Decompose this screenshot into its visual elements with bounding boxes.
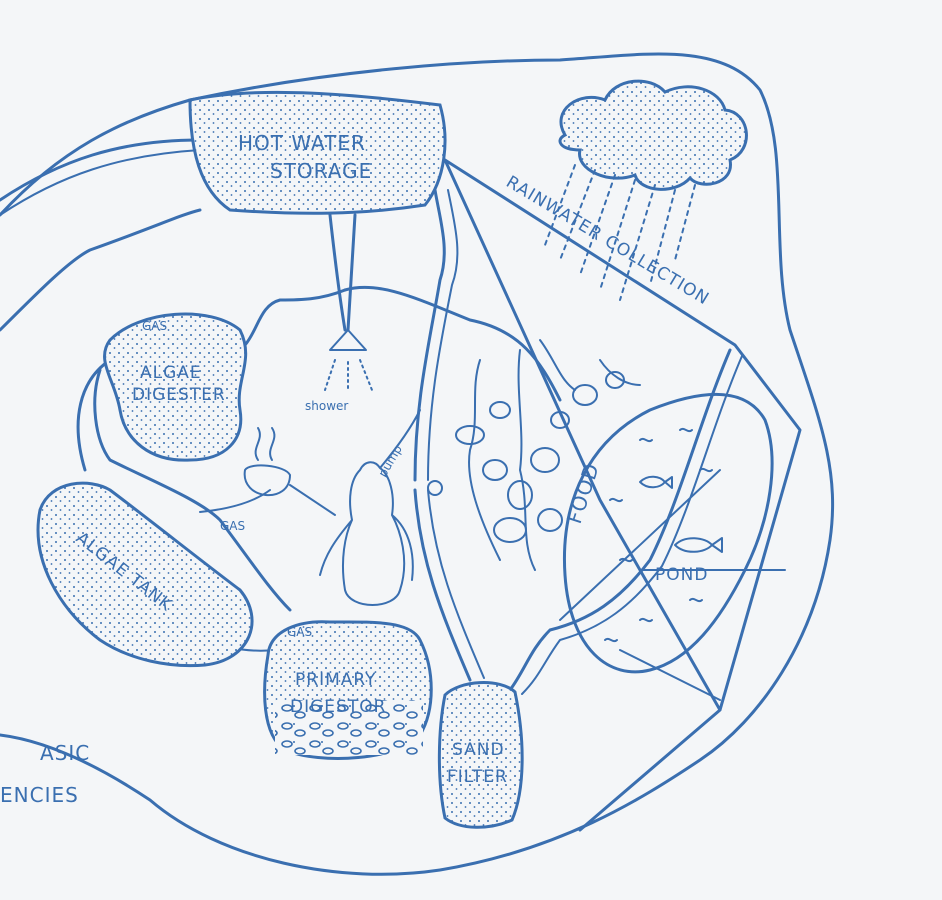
- pond-label: POND: [655, 565, 708, 585]
- corner-label-1: ASIC: [40, 741, 90, 765]
- garden-plants-icon: [456, 340, 640, 570]
- shower-head: [330, 330, 366, 350]
- corner-label-2: ENCIES: [0, 783, 79, 807]
- sand-filter-label-1: SAND: [452, 740, 505, 760]
- frying-pan-icon: [245, 465, 335, 515]
- cloud-icon: [560, 81, 746, 189]
- pipe-shower: [330, 215, 355, 330]
- pipe-to-digester: [245, 290, 345, 345]
- pipe-top-left: [0, 140, 200, 200]
- algae-digester-label-1: ALGAE: [140, 363, 202, 383]
- fish-icon-2: [675, 538, 722, 552]
- sand-filter-label-2: FILTER: [447, 767, 508, 787]
- primary-digestor-label-2: DIGESTOR: [290, 697, 386, 717]
- primary-digestor-label-1: PRIMARY: [295, 670, 376, 690]
- algae-digester-label-2: DIGESTER: [132, 385, 226, 405]
- pond-outline: [564, 394, 772, 672]
- pump-label: pump: [375, 443, 404, 480]
- hot-water-label-1: HOT WATER: [238, 131, 366, 155]
- shower-spray-icon: [325, 360, 372, 392]
- person-figure: [320, 410, 420, 605]
- fish-icon-1: [640, 477, 672, 488]
- left-boundary: [0, 210, 200, 330]
- gas-label-top: GAS: [142, 319, 167, 333]
- pump-icon: [428, 481, 442, 495]
- shower-label: shower: [305, 399, 348, 413]
- steam-icon: [256, 428, 275, 460]
- gas-label-low: GAS: [287, 625, 312, 639]
- rainwater-label: RAINWATER COLLECTION: [502, 172, 712, 309]
- pipe-pond-to-filter: [510, 350, 730, 690]
- hot-water-label-2: STORAGE: [270, 159, 372, 183]
- gas-label-mid: GAS: [220, 519, 245, 533]
- algae-tank: [38, 483, 252, 665]
